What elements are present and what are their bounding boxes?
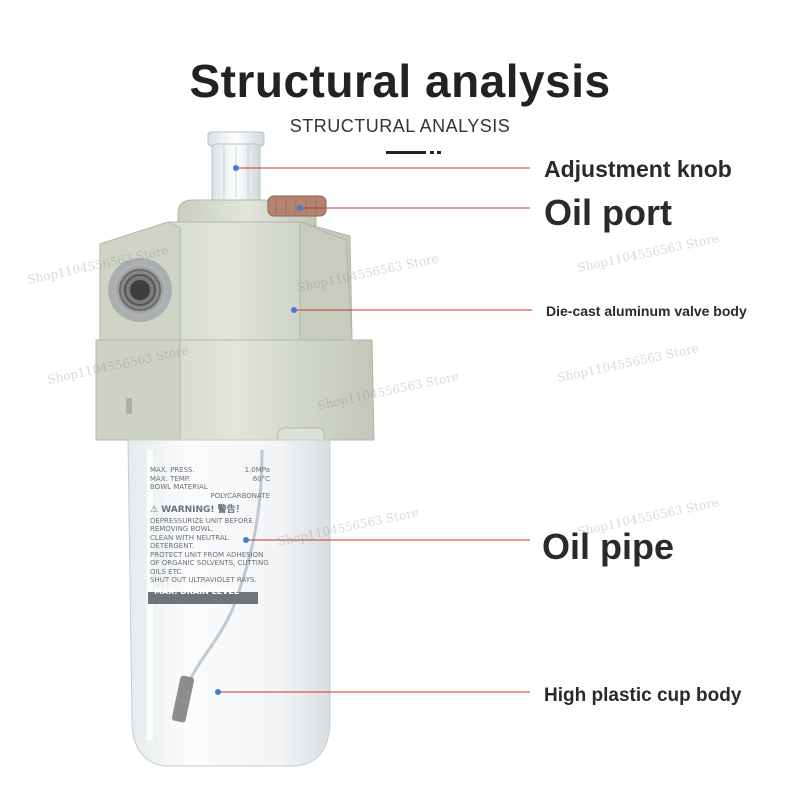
label-oil-port: Oil port [544,192,672,233]
cup-drain-level: MAX. DRAIN LEVEL [154,586,239,596]
label-valve-body: Die-cast aluminum valve body [546,303,747,319]
cup-warning: ⚠ WARNING! 警告！ [150,505,245,515]
adjustment-knob-shape [207,131,265,203]
cup-bowl-material-value: POLYCARBONATE [210,491,270,500]
cup-line: OF ORGANIC SOLVENTS, CUTTING [150,559,269,567]
cup-line: OILS ETC. [150,567,184,576]
cup-line: REMOVING BOWL. [150,525,214,533]
cup-max-temp-value: 60°C [252,474,270,483]
title-divider-dot [430,151,434,154]
label-adjustment-knob: Adjustment knob [544,156,732,182]
plastic-cup [127,439,331,767]
threaded-port [108,258,172,322]
label-oil-pipe: Oil pipe [542,526,675,567]
page-subtitle: STRUCTURAL ANALYSIS [289,116,511,136]
cup-bowl-material: BOWL MATERIAL [150,483,208,491]
title-divider [386,151,426,154]
oil-port-plug [267,195,327,217]
cup-max-temp: MAX. TEMP. [150,474,191,483]
title-divider-dot [437,151,441,154]
cup-print: MAX. PRESS. 1.0MPa MAX. TEMP. 60°C BOWL … [150,466,270,596]
cup-line: DEPRESSURIZE UNIT BEFORE [150,516,253,525]
cup-line: CLEAN WITH NEUTRAL DETERGENT. [150,533,229,551]
cup-max-press: MAX. PRESS. [150,466,195,474]
leader-dots [215,165,303,695]
leader-lines [218,167,532,693]
cup-line: PROTECT UNIT FROM ADHESION [150,550,264,559]
page-title: Structural analysis [189,55,611,107]
cup-line: SHUT OUT ULTRAVIOLET RAYS. [150,576,257,584]
cup-max-press-value: 1.0MPa [244,466,270,474]
label-cup-body: High plastic cup body [544,685,742,706]
